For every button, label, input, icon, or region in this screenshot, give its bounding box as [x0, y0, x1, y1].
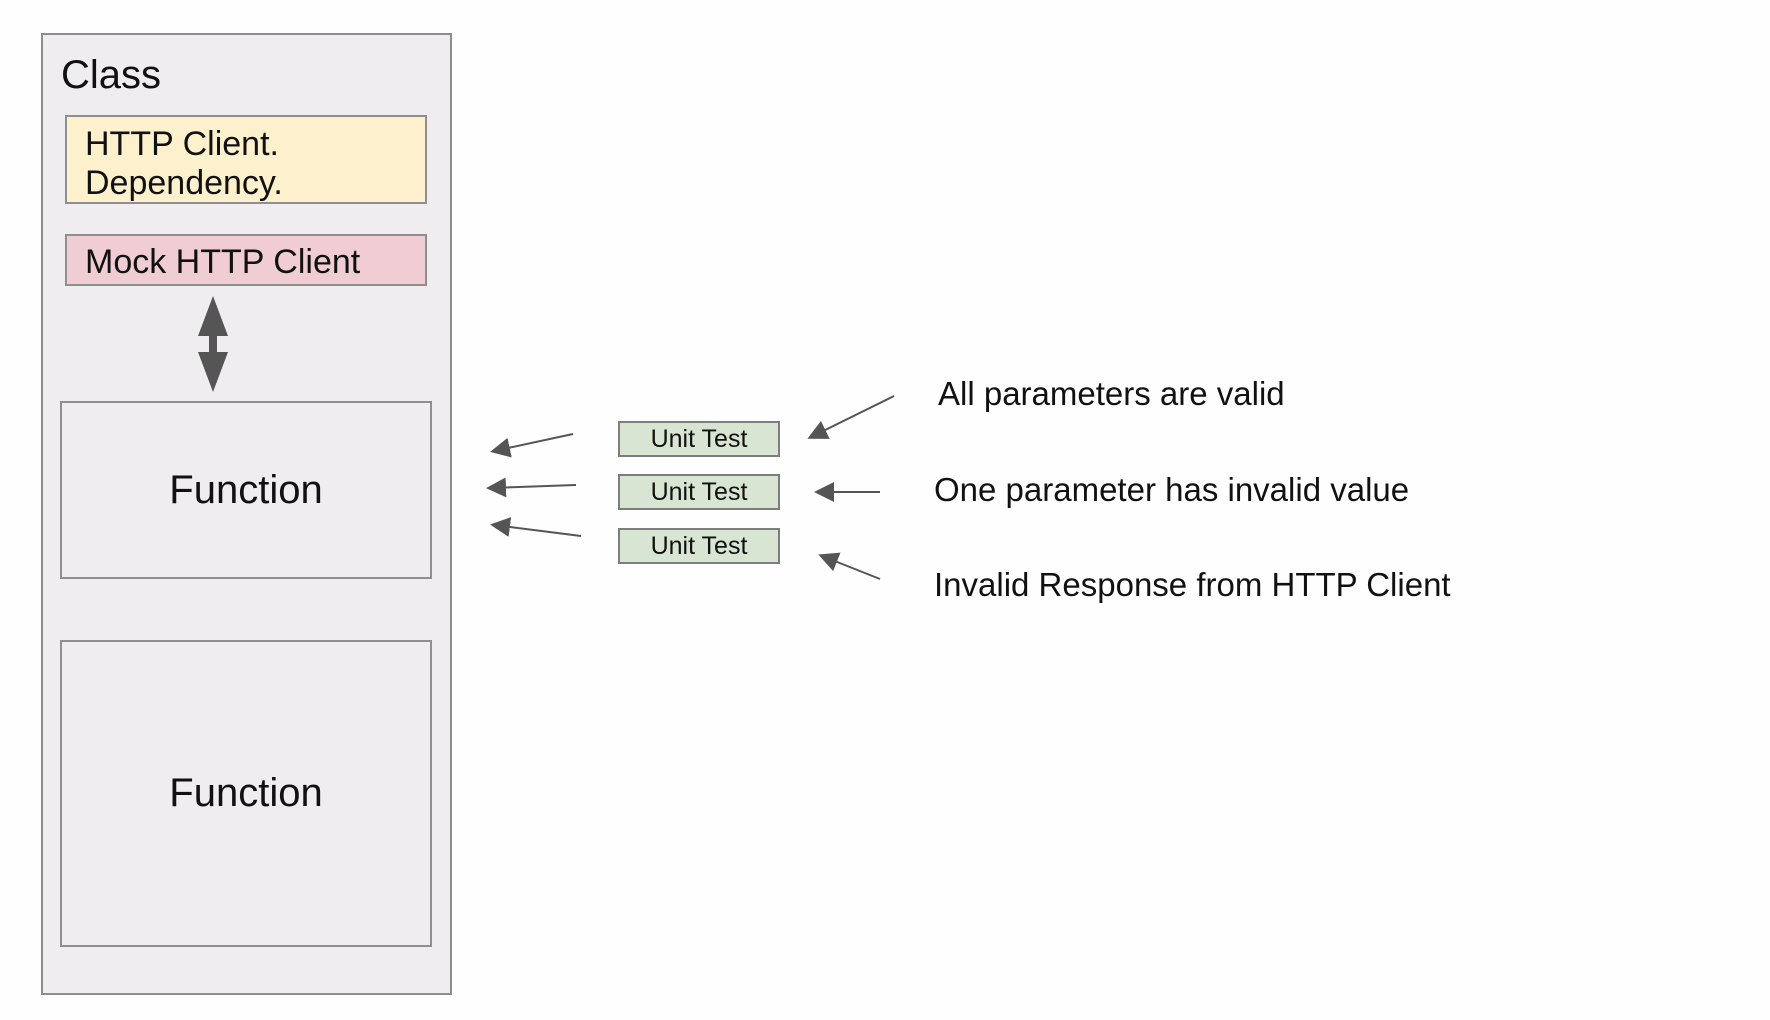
- annotation-all-parameters-valid: All parameters are valid: [938, 375, 1285, 412]
- dependency-label-line-2: Dependency.: [85, 164, 283, 202]
- arrow-test3-to-function: [490, 517, 582, 537]
- function-label-1: Function: [169, 467, 323, 512]
- unit-test-box-3: Unit Test: [618, 528, 780, 564]
- arrow-annotation1-to-test1: [807, 395, 895, 439]
- dependency-box: HTTP Client. Dependency.: [65, 115, 427, 204]
- class-title: Class: [61, 53, 162, 97]
- unit-test-box-1: Unit Test: [618, 421, 780, 457]
- function-box-1: Function: [60, 401, 432, 579]
- mock-http-client-label: Mock HTTP Client: [85, 243, 361, 281]
- function-box-2: Function: [60, 640, 432, 947]
- arrow-test1-to-function: [490, 433, 574, 458]
- unit-test-label-1: Unit Test: [650, 424, 748, 453]
- arrow-annotation3-to-test3: [818, 552, 881, 580]
- dependency-label-line-1: HTTP Client.: [85, 125, 279, 163]
- annotation-invalid-parameter: One parameter has invalid value: [934, 471, 1410, 508]
- arrow-test2-to-function: [486, 477, 577, 498]
- annotation-invalid-response: Invalid Response from HTTP Client: [934, 566, 1451, 603]
- unit-test-label-2: Unit Test: [650, 477, 748, 506]
- unit-test-label-3: Unit Test: [650, 531, 748, 560]
- unit-test-box-2: Unit Test: [618, 474, 780, 510]
- mock-http-client-box: Mock HTTP Client: [65, 234, 427, 286]
- function-label-2: Function: [169, 771, 323, 815]
- dependency-label: HTTP Client. Dependency.: [85, 125, 283, 203]
